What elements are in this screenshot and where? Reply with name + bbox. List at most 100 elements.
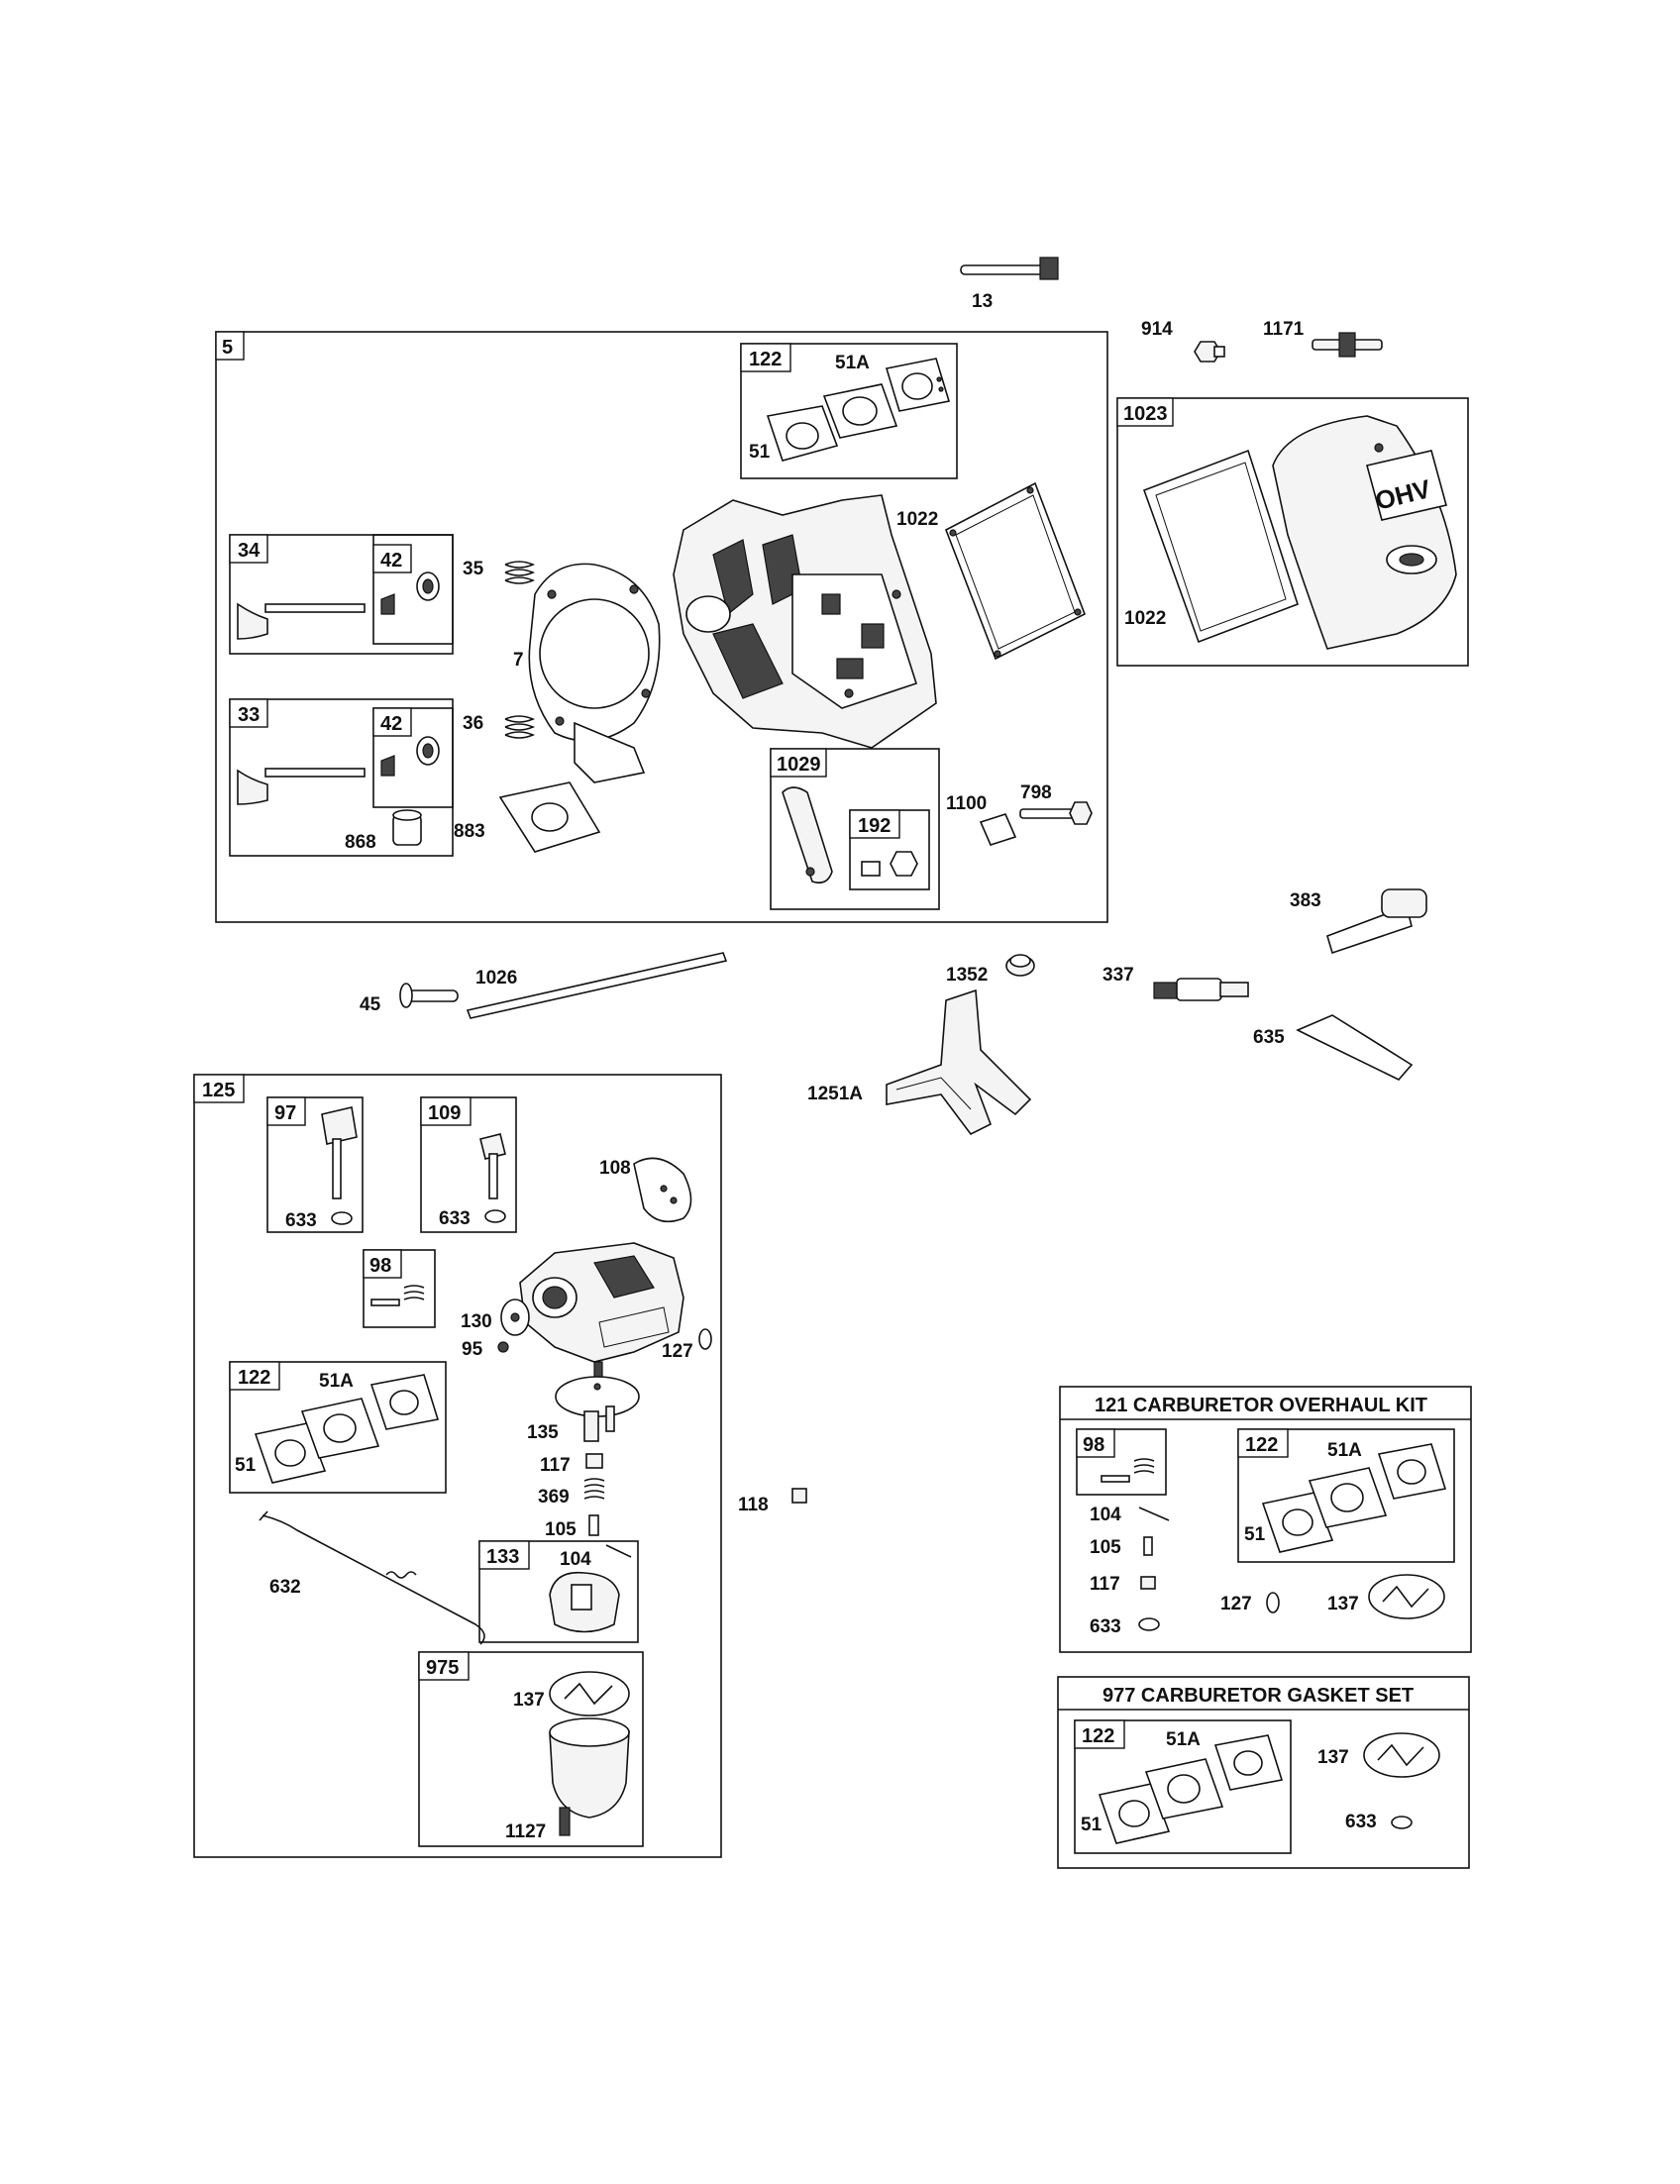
label-104-float: 104 bbox=[560, 1549, 591, 1570]
label-369: 369 bbox=[538, 1487, 570, 1508]
part-798-bolt: 798 bbox=[1019, 782, 1093, 825]
label-883: 883 bbox=[454, 821, 485, 842]
kit-121-label-137: 137 bbox=[1327, 1594, 1359, 1614]
label-337: 337 bbox=[1102, 965, 1134, 986]
intake-gasket-883: 883 bbox=[454, 781, 601, 853]
kit-121-label-117: 117 bbox=[1090, 1574, 1120, 1595]
box-122-head-gaskets: 122 51A 51 bbox=[740, 343, 958, 479]
label-51-carb: 51 bbox=[235, 1455, 257, 1476]
label-633a: 633 bbox=[285, 1210, 317, 1231]
kit-977-label-51: 51 bbox=[1081, 1815, 1102, 1835]
kit-121-label-51: 51 bbox=[1244, 1524, 1266, 1545]
gasket-51a bbox=[885, 358, 951, 412]
part-632-governor-link: 632 bbox=[259, 1510, 485, 1645]
box-122-carb-gaskets: 122 51A 51 bbox=[229, 1361, 447, 1494]
part-105-needle: 105 bbox=[545, 1514, 599, 1540]
rocker-cover-gasket bbox=[944, 481, 1087, 661]
part-135-float: 135 bbox=[527, 1376, 640, 1443]
part-118-plug: 118 bbox=[738, 1488, 807, 1515]
label-1026: 1026 bbox=[475, 968, 517, 988]
label-1352: 1352 bbox=[946, 965, 988, 986]
exhaust-valve bbox=[237, 602, 366, 640]
kit-121-label-104: 104 bbox=[1090, 1505, 1121, 1525]
label-51a: 51A bbox=[835, 353, 870, 373]
cylinder-head bbox=[673, 494, 937, 749]
label-95: 95 bbox=[462, 1339, 483, 1360]
label-36: 36 bbox=[463, 713, 483, 734]
gasket-mid bbox=[822, 383, 898, 439]
kit-121-box-122-tag: 122 bbox=[1245, 1434, 1278, 1456]
label-108: 108 bbox=[599, 1158, 631, 1179]
valve-cover: OHV bbox=[1272, 415, 1457, 650]
label-1251a: 1251A bbox=[807, 1084, 863, 1104]
part-337-spark-plug: 337 bbox=[1102, 965, 1249, 1001]
box-97-choke-shaft: 97 633 bbox=[266, 1096, 364, 1233]
box-42-tag-a: 42 bbox=[380, 550, 402, 572]
label-798: 798 bbox=[1020, 782, 1052, 803]
label-51a-carb: 51A bbox=[319, 1371, 354, 1392]
part-1352-nut: 1352 bbox=[946, 954, 1035, 986]
box-34-exhaust-valve: 34 42 bbox=[229, 534, 454, 655]
box-1023-valve-cover: 1023 OHV 1022 bbox=[1116, 397, 1469, 667]
box-33-tag: 33 bbox=[238, 704, 260, 726]
part-1026-push-rod: 1026 bbox=[466, 952, 728, 1019]
box-125-carburetor: 125 bbox=[193, 1074, 722, 1858]
label-130: 130 bbox=[461, 1311, 492, 1332]
part-369-spring: 369 bbox=[538, 1478, 605, 1508]
box-1023-tag: 1023 bbox=[1123, 403, 1168, 425]
part-13-bolt: 13 bbox=[960, 257, 1059, 312]
kit-977-box-122-tag: 122 bbox=[1082, 1725, 1114, 1747]
carburetor-body bbox=[500, 1242, 684, 1378]
label-135: 135 bbox=[527, 1422, 559, 1443]
kit-121-label-127: 127 bbox=[1220, 1594, 1252, 1614]
box-125-tag: 125 bbox=[202, 1080, 235, 1101]
label-633b: 633 bbox=[439, 1208, 471, 1229]
label-13: 13 bbox=[972, 291, 993, 312]
box-98-idle-screw: 98 bbox=[363, 1249, 436, 1328]
label-383: 383 bbox=[1290, 890, 1321, 911]
box-133-float-kit: 133 104 bbox=[478, 1540, 639, 1643]
gasket-51 bbox=[766, 405, 839, 462]
bowl-gasket-137 bbox=[549, 1671, 630, 1716]
label-635: 635 bbox=[1253, 1027, 1285, 1048]
kit-977-carburetor-gasket-set: 977 CARBURETOR GASKET SET 122 51A 51 137… bbox=[1057, 1676, 1470, 1869]
part-45-tappet: 45 bbox=[360, 983, 459, 1015]
label-105: 105 bbox=[545, 1519, 577, 1540]
label-117: 117 bbox=[540, 1455, 571, 1476]
box-192-tag: 192 bbox=[858, 815, 891, 837]
label-1127: 1127 bbox=[505, 1821, 546, 1842]
label-137-bowl: 137 bbox=[513, 1690, 545, 1711]
kit-121-label-51a: 51A bbox=[1327, 1440, 1362, 1461]
label-1171: 1171 bbox=[1263, 319, 1305, 340]
label-45: 45 bbox=[360, 994, 381, 1015]
label-868: 868 bbox=[345, 832, 376, 853]
label-35: 35 bbox=[463, 559, 484, 579]
label-51: 51 bbox=[749, 442, 771, 463]
kit-121-box-98-tag: 98 bbox=[1083, 1434, 1104, 1456]
label-7: 7 bbox=[513, 650, 524, 671]
kit-121-carburetor-overhaul: 121 CARBURETOR OVERHAUL KIT 98 104 105 1… bbox=[1059, 1386, 1472, 1653]
float-bowl bbox=[549, 1717, 630, 1819]
box-122-tag: 122 bbox=[749, 349, 782, 370]
part-383-fuel-pump: 383 bbox=[1290, 888, 1427, 955]
box-33-intake-valve: 33 42 868 bbox=[229, 698, 454, 857]
box-109-throttle-shaft: 109 633 bbox=[420, 1096, 517, 1233]
kit-977-label-633: 633 bbox=[1345, 1812, 1377, 1832]
intake-valve bbox=[237, 768, 366, 805]
label-632: 632 bbox=[269, 1577, 301, 1598]
box-1029-rocker-arm: 1029 192 bbox=[770, 748, 940, 910]
valve-spring-36: 36 bbox=[463, 713, 536, 739]
part-117-jet: 117 bbox=[540, 1453, 603, 1476]
label-1022b: 1022 bbox=[1124, 608, 1166, 629]
part-95-screw: 95 bbox=[462, 1339, 509, 1360]
valve-seal-868 bbox=[392, 809, 422, 846]
label-914: 914 bbox=[1141, 319, 1173, 340]
kit-121-title: 121 CARBURETOR OVERHAUL KIT bbox=[1095, 1395, 1427, 1416]
label-127: 127 bbox=[662, 1341, 693, 1362]
valve-cover-gasket-1022 bbox=[1142, 449, 1299, 644]
kit-977-title: 977 CARBURETOR GASKET SET bbox=[1102, 1685, 1414, 1707]
box-975-tag: 975 bbox=[426, 1657, 459, 1679]
part-635-boot: 635 bbox=[1253, 1014, 1414, 1081]
box-98-tag: 98 bbox=[369, 1255, 391, 1277]
